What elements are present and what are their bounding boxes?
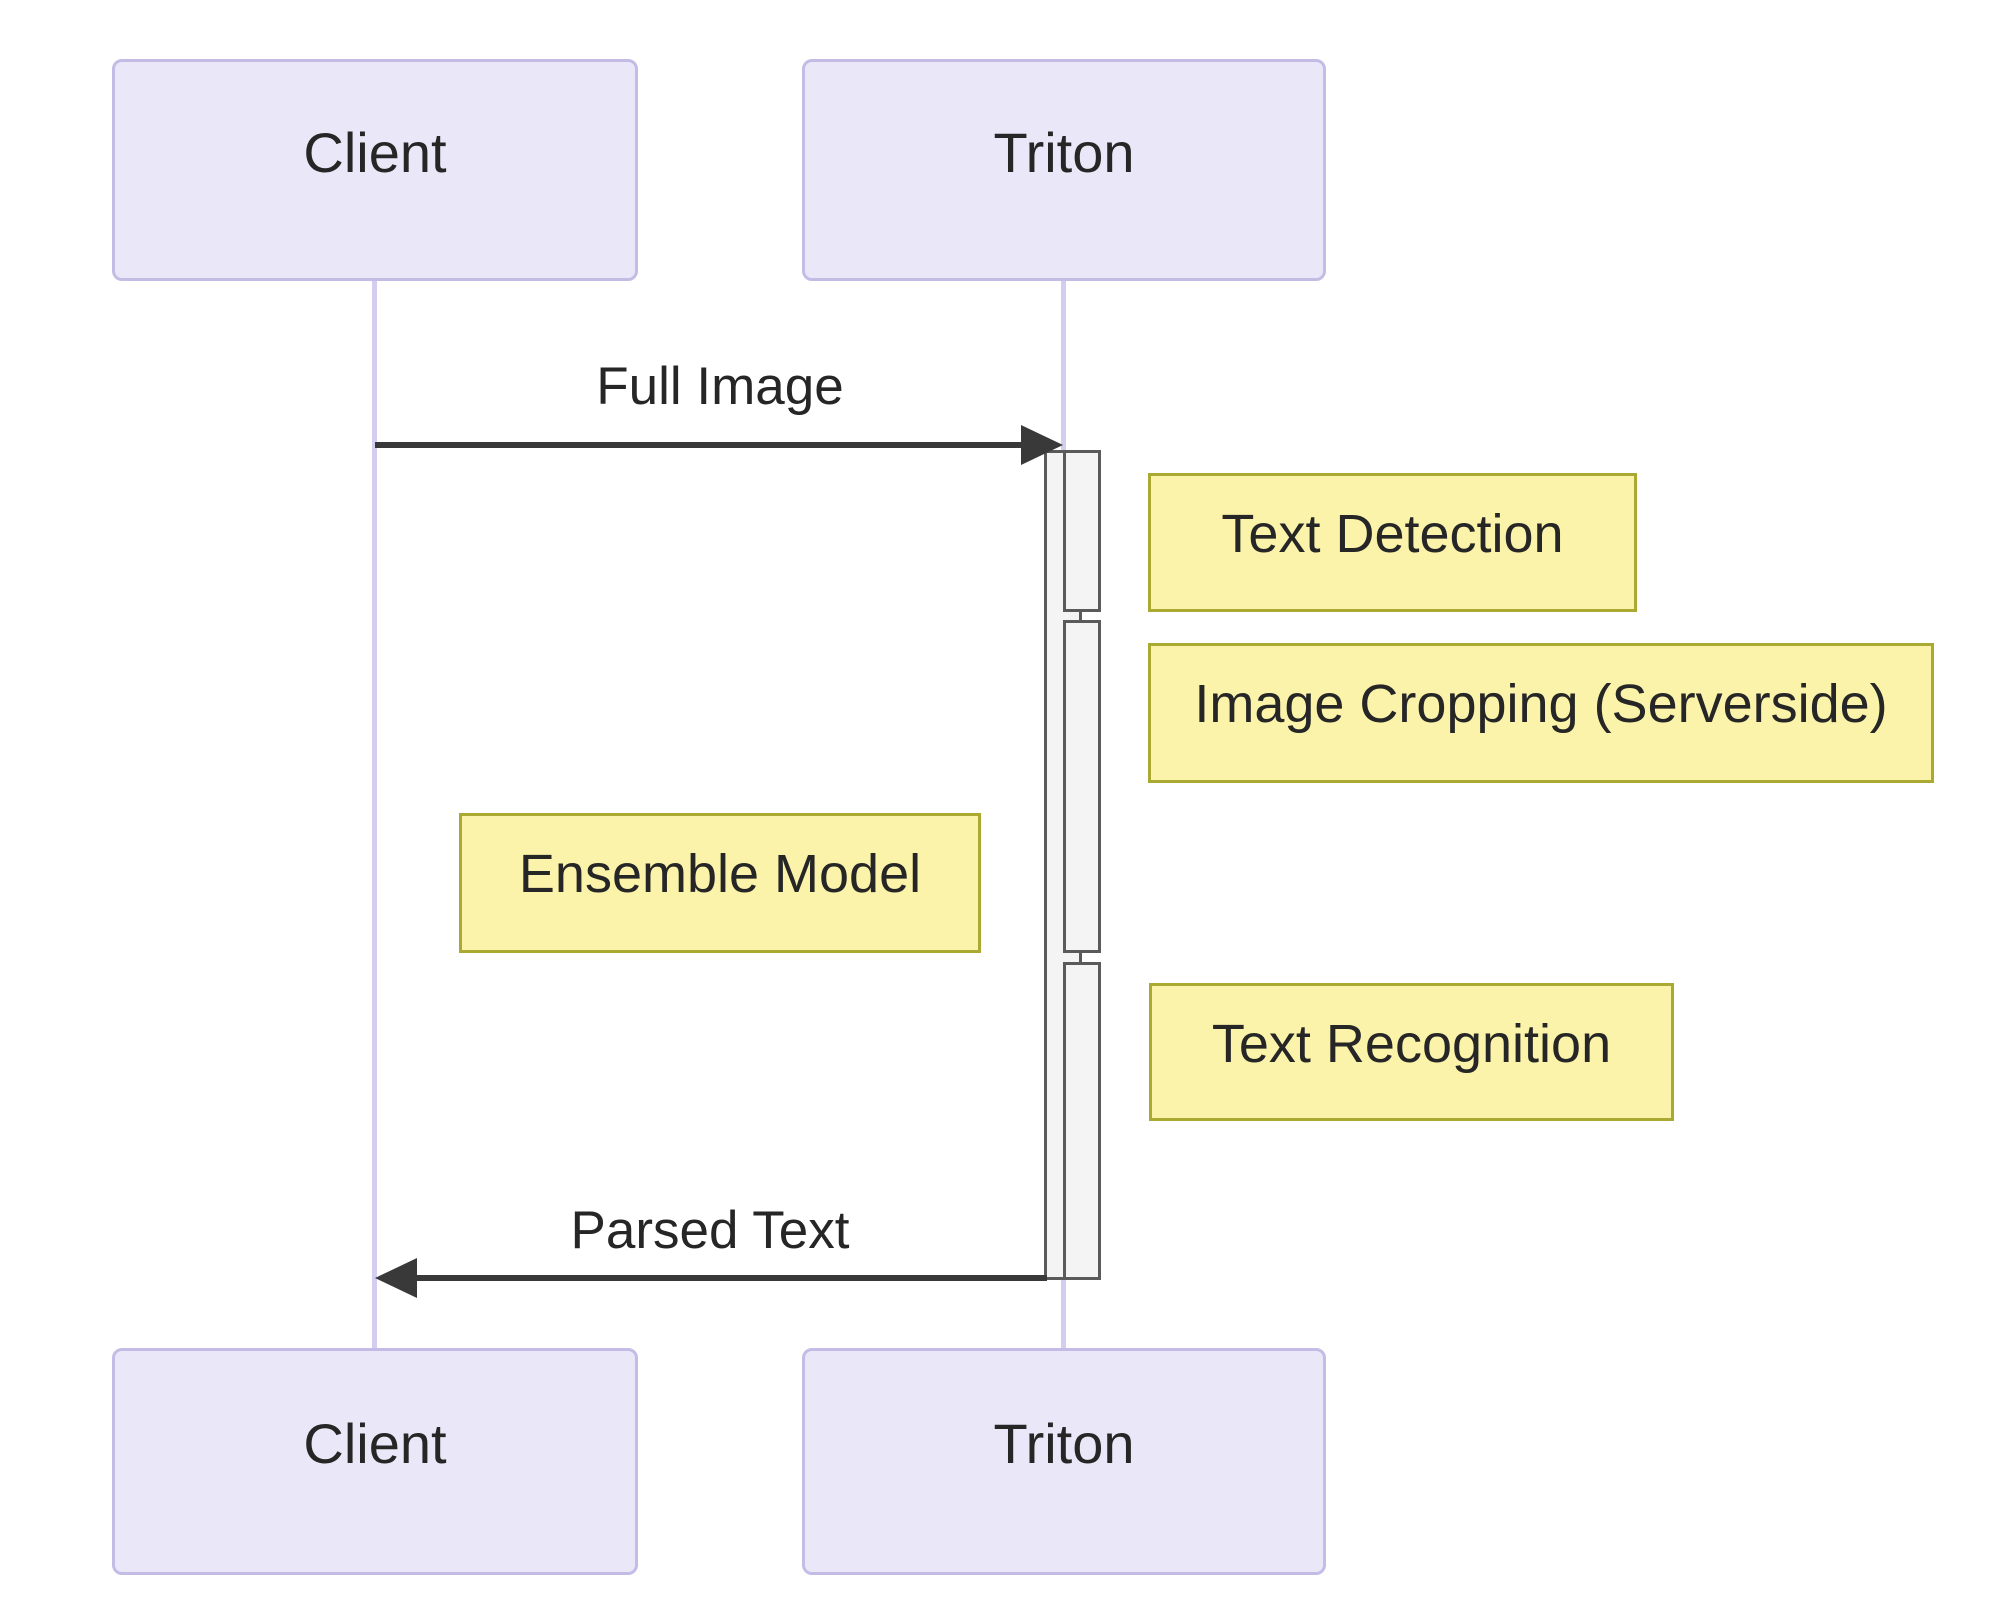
actor-client-bottom: Client [112,1348,638,1575]
parsed-text-arrow-line [415,1275,1047,1281]
actor-triton-top: Triton [802,59,1326,281]
parsed-text-arrowhead-icon [375,1258,417,1298]
lifeline-client [372,281,377,1348]
full-image-label: Full Image [596,357,844,416]
note-text-detection-label: Text Detection [1221,504,1564,564]
full-image-arrowhead-icon [1021,425,1063,465]
parsed-text-label: Parsed Text [570,1201,850,1260]
actor-client-top-label: Client [303,120,447,184]
note-text-recognition: Text Recognition [1149,983,1674,1121]
activation-bar-inner-1 [1063,450,1101,612]
activation-bar-inner-3 [1063,962,1101,1280]
actor-triton-top-label: Triton [993,120,1135,184]
note-text-recognition-label: Text Recognition [1211,1014,1612,1074]
note-ensemble-model: Ensemble Model [459,813,981,953]
actor-triton-bottom-label: Triton [993,1412,1135,1475]
note-text-detection: Text Detection [1148,473,1637,612]
note-image-cropping-label: Image Cropping (Serverside) [1194,674,1888,734]
full-image-arrow-line [375,442,1025,448]
actor-client-bottom-label: Client [303,1412,447,1475]
note-image-cropping: Image Cropping (Serverside) [1148,643,1934,783]
actor-client-top: Client [112,59,638,281]
actor-triton-bottom: Triton [802,1348,1326,1575]
note-ensemble-model-label: Ensemble Model [518,844,922,904]
activation-bar-inner-2 [1063,620,1101,953]
